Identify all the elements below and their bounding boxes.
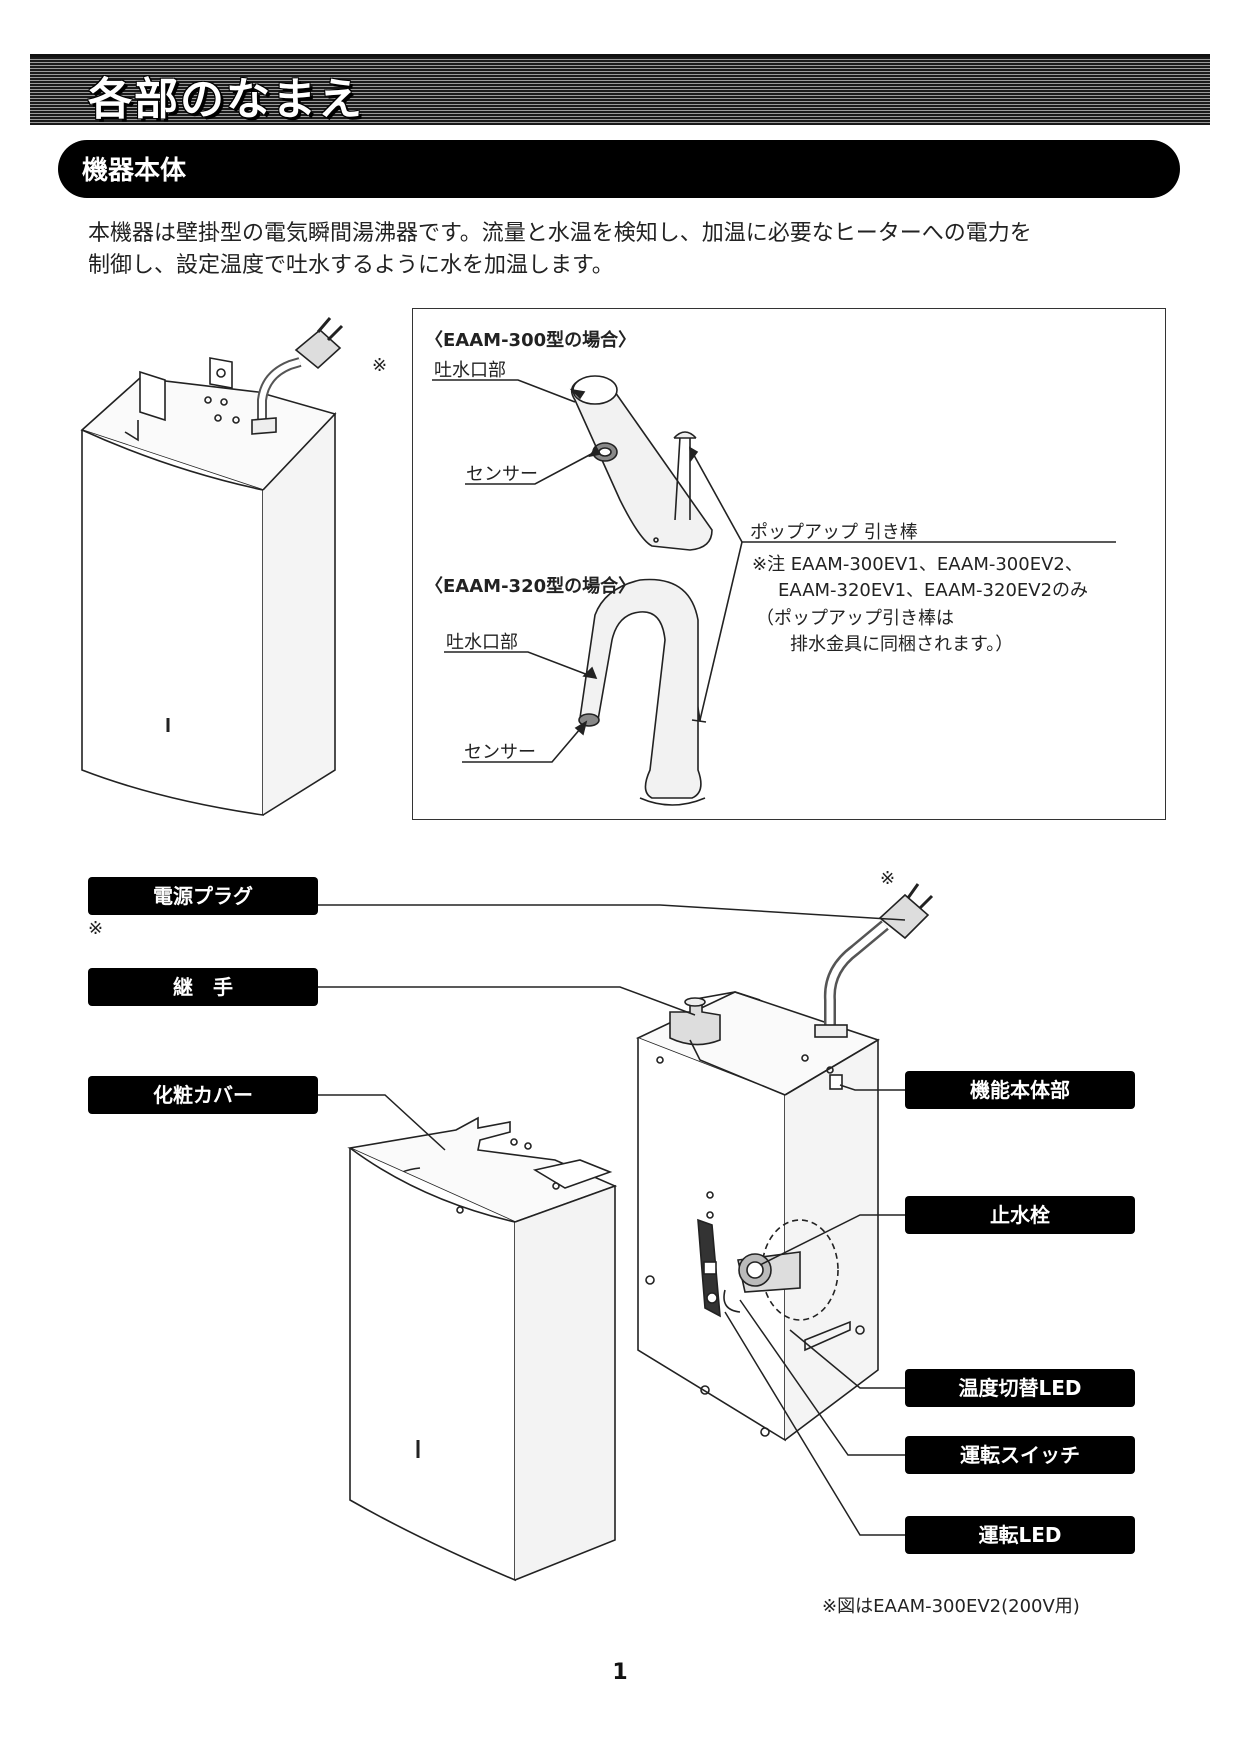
label-run-led: 運転LED [905,1516,1135,1554]
asterisk-mark: ※ [372,355,388,376]
section-title: 機器本体 [82,156,187,186]
label-main-unit: 機能本体部 [905,1071,1135,1109]
model-300-heading: 〈EAAM-300型の場合〉 [425,330,637,351]
intro-line-2: 制御し、設定温度で吐水するように水を加温します。 [88,253,614,278]
asterisk-mark: ※ [88,918,104,939]
sensor-label-300: センサー [466,464,538,485]
label-joint: 継 手 [88,968,318,1006]
faucet-320-drawing [444,578,707,806]
spout-label-320: 吐水口部 [446,632,518,653]
label-stop-valve: 止水栓 [905,1196,1135,1234]
faucet-detail-box [412,308,1166,820]
page-number: 1 [612,1660,628,1685]
part-leader-lines [318,904,906,1536]
label-run-switch: 運転スイッチ [905,1436,1135,1474]
cosmetic-cover-drawing [347,1116,618,1582]
label-cosmetic-cover: 化粧カバー [88,1076,318,1114]
popup-note-line-3: （ポップアップ引き棒は [756,608,954,629]
page-title-bar: 各部のなまえ [30,54,1210,125]
popup-note-line-4: 排水金具に同梱されます。） [790,634,1014,655]
main-unit-drawing [635,883,934,1442]
popup-note-line-2: EAAM-320EV1、EAAM-320EV2のみ [778,580,1089,601]
faucet-300-drawing [432,375,1116,722]
spout-label-300: 吐水口部 [434,360,506,381]
sensor-label-320: センサー [464,742,536,763]
label-power-plug: 電源プラグ [88,877,318,915]
figure-note: ※図はEAAM-300EV2(200V用) [822,1596,1080,1617]
popup-note-line-1: ※注 EAAM-300EV1、EAAM-300EV2、 [752,554,1083,575]
label-temp-led: 温度切替LED [905,1369,1135,1407]
intro-line-1: 本機器は壁掛型の電気瞬間湯沸器です。流量と水温を検知し、加温に必要なヒーターへの… [88,221,1032,246]
asterisk-mark: ※ [880,868,896,889]
popup-rod-label: ポップアップ 引き棒 [750,522,918,543]
model-320-heading: 〈EAAM-320型の場合〉 [425,576,637,597]
page-title: 各部のなまえ [88,74,364,125]
intro-paragraph: 本機器は壁掛型の電気瞬間湯沸器です。流量と水温を検知し、加温に必要なヒーターへの… [88,218,1148,282]
section-header: 機器本体 [58,140,1180,198]
assembled-unit-drawing [80,317,344,816]
